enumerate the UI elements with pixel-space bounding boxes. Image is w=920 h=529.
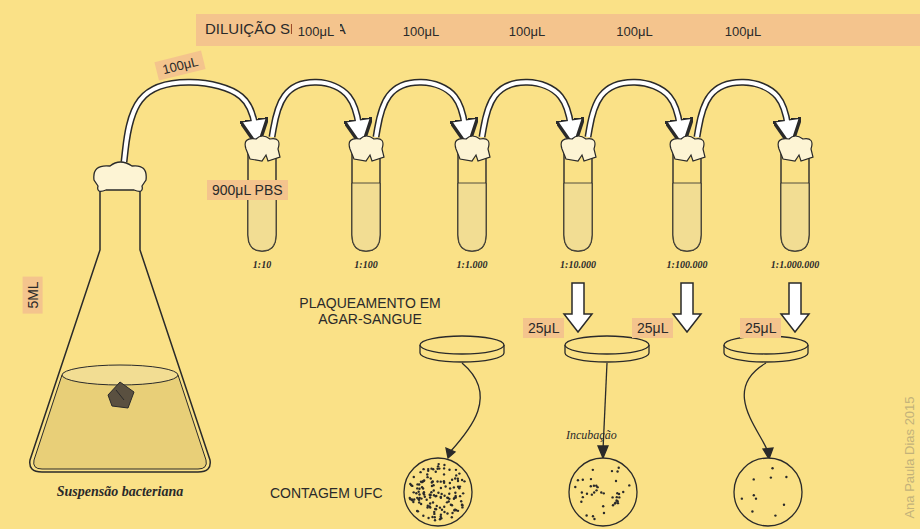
transfer-arrow [124,82,256,162]
test-tube: 1:10.000 [538,135,618,270]
flask: Suspensão bacteriana [20,160,220,500]
transfer-arrow [588,82,681,137]
transfer-volume: 100μL [292,22,340,41]
tube-outline [432,135,512,255]
colony-plates [404,458,802,526]
volume-label: 25μL [740,318,781,338]
incubation-lines [446,363,773,459]
transfer-arrow [697,82,789,137]
test-tube: 1:100.000 [647,135,727,270]
transfer-arrow [482,82,572,137]
transfer-arrow [272,82,360,137]
dilution-ratio: 1:1.000.000 [771,259,819,270]
step-label: PLAQUEAMENTO EM AGAR-SANGUE [290,295,450,327]
title-band [196,14,920,46]
step-label: CONTAGEM UFC [270,485,383,501]
tube-outline [755,135,835,255]
test-tube: 1:1.000.000 [755,135,835,270]
volume-label: 900μL PBS [207,180,288,200]
dilution-ratio: 1:1.000 [457,259,488,270]
transfer-volume: 100μL [610,22,658,41]
flask-outline [20,160,220,480]
dilution-ratio: 1:10 [253,259,271,270]
transfer-arrow [376,82,466,137]
test-tube: 1:10 [222,135,302,270]
test-tube: 1:1.000 [432,135,512,270]
volume-label: 25μL [632,318,673,338]
petri-dishes [420,336,808,362]
volume-label: 5ML [23,276,43,313]
dilution-ratio: 1:100 [354,259,377,270]
dilution-ratio: 1:100.000 [667,259,708,270]
flask-label: Suspensão bacteriana [57,484,183,500]
transfer-volume: 100μL [397,22,445,41]
watermark: Ana Paula Dias 2015 [902,396,917,518]
tube-outline [538,135,618,255]
transfer-volume: 100μL [719,22,767,41]
dilution-ratio: 1:10.000 [560,259,596,270]
volume-label: 25μL [523,318,564,338]
tube-outline [326,135,406,255]
step-label: Incubação [566,428,617,443]
colonies [409,463,788,521]
tube-outline [647,135,727,255]
transfer-volume: 100μL [503,22,551,41]
transfer-volume: 100μL [154,50,206,80]
test-tube: 1:100 [326,135,406,270]
